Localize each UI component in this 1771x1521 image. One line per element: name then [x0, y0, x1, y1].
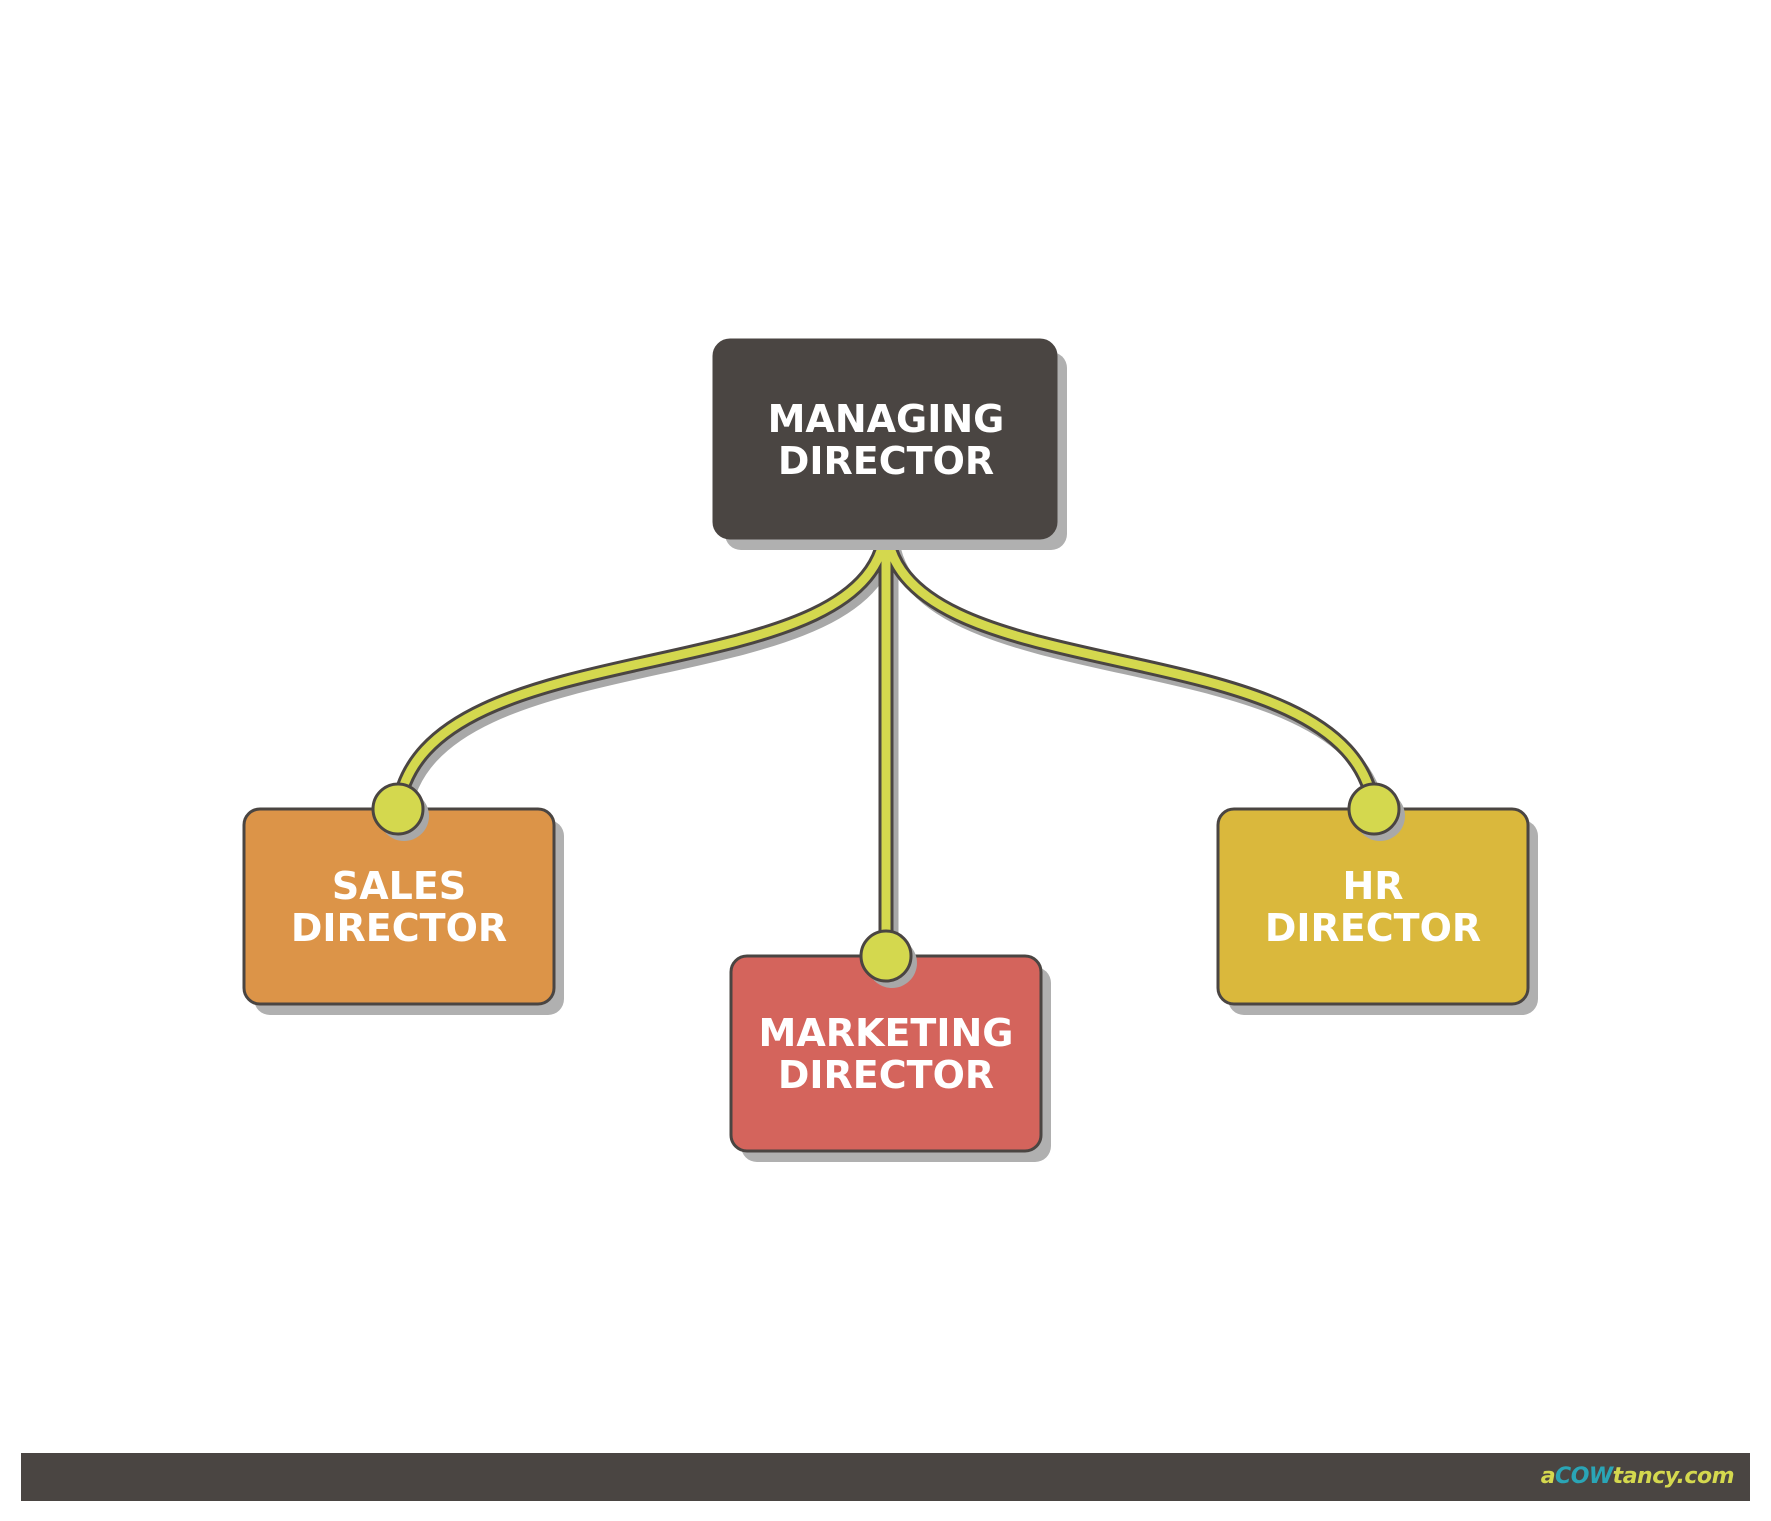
node-marketing-line1: MARKETING: [759, 1011, 1014, 1055]
node-managing-director: MANAGING DIRECTOR: [712, 338, 1067, 550]
brand-cow: COW: [1555, 1464, 1613, 1489]
footer-bar: aCOWtancy.com: [21, 1453, 1750, 1501]
connector-hr: [881, 516, 1379, 815]
connector-lines: [393, 516, 1379, 955]
brand-logo: aCOWtancy.com: [1540, 1463, 1735, 1491]
node-marketing-director: MARKETING DIRECTOR: [729, 954, 1051, 1162]
connector-sales: [393, 516, 891, 815]
connector-dots: [371, 782, 1405, 988]
node-hr-line2: DIRECTOR: [1265, 906, 1481, 950]
brand-prefix: a: [1540, 1464, 1556, 1489]
brand-suffix: tancy.com: [1612, 1464, 1735, 1489]
node-managing-line2: DIRECTOR: [778, 439, 994, 483]
node-hr-director: HR DIRECTOR: [1216, 807, 1538, 1015]
node-managing-line1: MANAGING: [768, 397, 1005, 441]
node-marketing-line2: DIRECTOR: [778, 1053, 994, 1097]
node-sales-line1: SALES: [332, 864, 466, 908]
node-sales-line2: DIRECTOR: [291, 906, 507, 950]
node-sales-director: SALES DIRECTOR: [242, 807, 564, 1015]
node-hr-line1: HR: [1342, 864, 1403, 908]
